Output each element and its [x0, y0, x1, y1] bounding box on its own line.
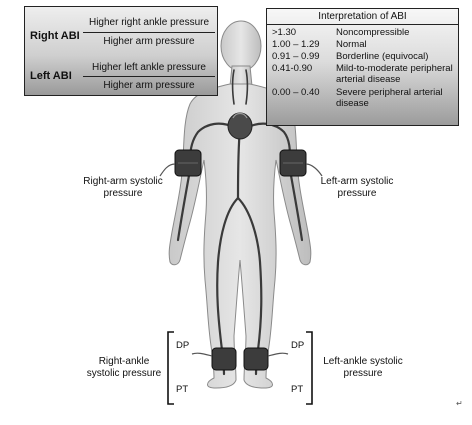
left-abi-fraction-line [83, 76, 215, 77]
left-arm-cuff-icon [279, 149, 307, 177]
abi-formula-box: Right ABI Higher right ankle pressure Hi… [24, 6, 218, 96]
right-abi-fraction-line [83, 32, 215, 33]
cuff-tubing [159, 163, 323, 357]
left-dp-label: DP [291, 340, 305, 351]
interpretation-range: 0.00 – 0.40 [272, 87, 320, 98]
right-dp-label: DP [176, 340, 190, 351]
interpretation-meaning: Mild-to-moderate peripheral arterial dis… [336, 63, 453, 85]
left-pt-label: PT [291, 384, 304, 395]
right-ankle-cuff-icon [211, 347, 237, 371]
interpretation-meaning: Noncompressible [336, 27, 410, 38]
right-abi-denominator: Higher arm pressure [103, 36, 195, 47]
interpretation-meaning: Severe peripheral arterial disease [336, 87, 443, 109]
right-abi-label: Right ABI [30, 30, 80, 42]
left-ankle-cuff-icon [243, 347, 269, 371]
corner-return-mark: ↵ [456, 399, 463, 408]
interpretation-meaning: Normal [336, 39, 367, 50]
heart-icon [227, 112, 253, 140]
left-ankle-bracket [306, 331, 313, 405]
interpretation-divider [267, 24, 458, 25]
body-silhouette [168, 20, 312, 389]
interpretation-meaning: Borderline (equivocal) [336, 51, 429, 62]
left-abi-denominator: Higher arm pressure [103, 80, 195, 91]
left-abi-label: Left ABI [30, 70, 72, 82]
interpretation-range: 0.41-0.90 [272, 63, 313, 74]
right-ankle-label: Right-ankle systolic pressure [86, 356, 162, 379]
right-abi-numerator: Higher right ankle pressure [88, 17, 210, 28]
interpretation-range: >1.30 [272, 27, 297, 38]
abi-interpretation-box: Interpretation of ABI >1.30 Noncompressi… [266, 8, 459, 126]
right-pt-label: PT [176, 384, 189, 395]
left-abi-numerator: Higher left ankle pressure [92, 62, 206, 73]
interpretation-title: Interpretation of ABI [318, 11, 407, 22]
right-ankle-bracket [167, 331, 174, 405]
right-arm-cuff-icon [174, 149, 202, 177]
left-arm-label: Left-arm systolic pressure [320, 176, 394, 199]
right-arm-label: Right-arm systolic pressure [83, 176, 163, 199]
interpretation-range: 1.00 – 1.29 [272, 39, 320, 50]
left-ankle-label: Left-ankle systolic pressure [323, 356, 403, 379]
interpretation-range: 0.91 – 0.99 [272, 51, 320, 62]
